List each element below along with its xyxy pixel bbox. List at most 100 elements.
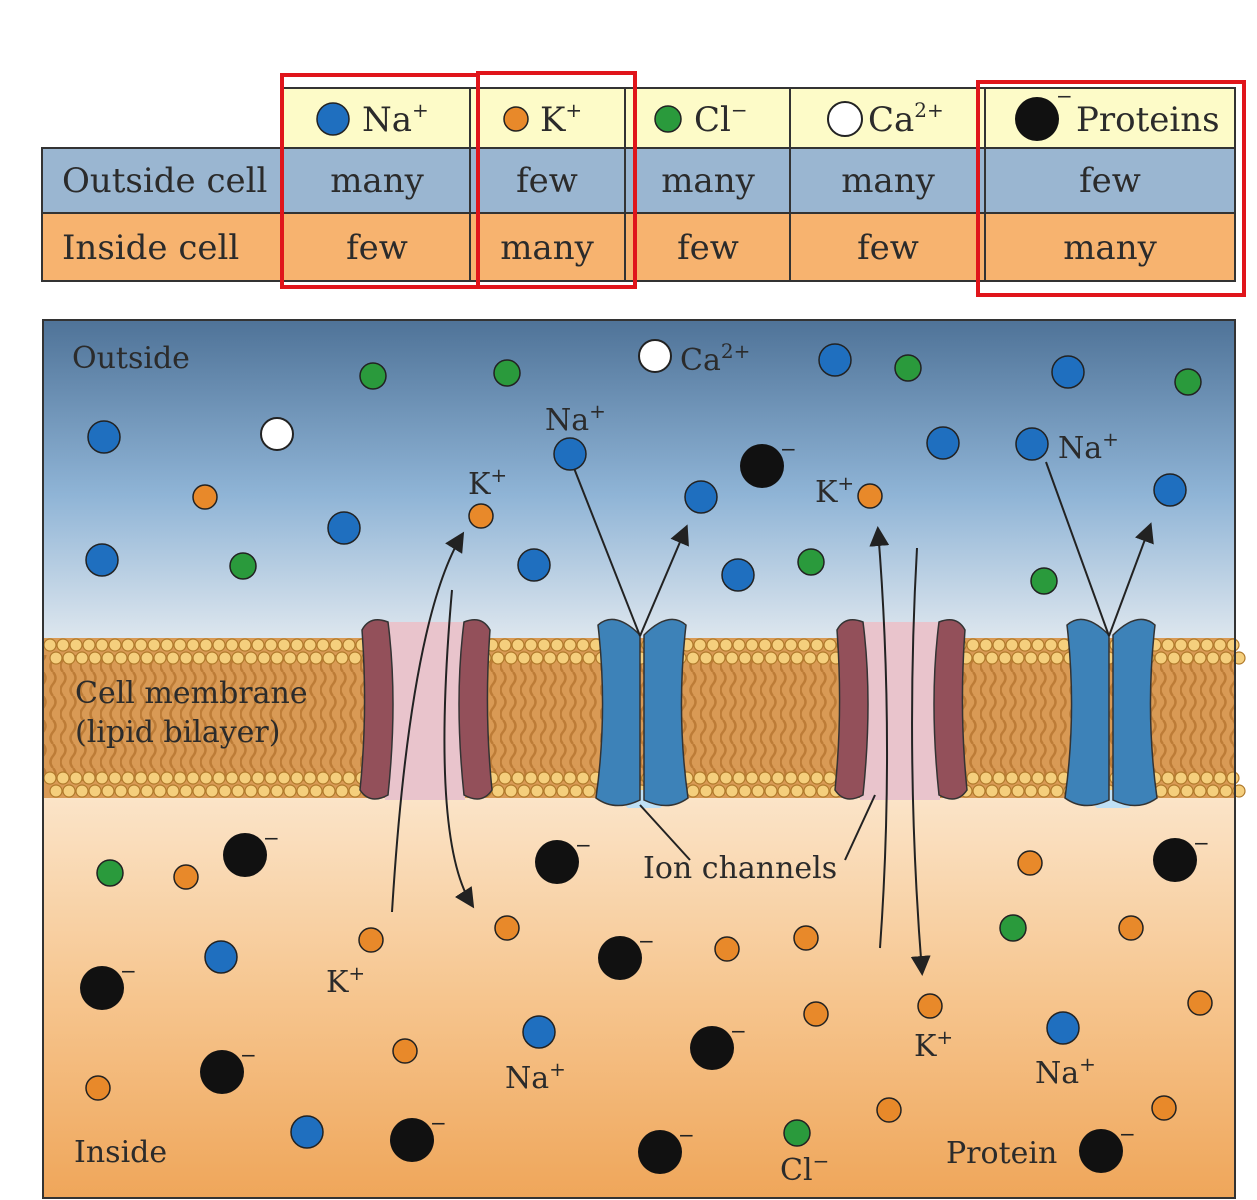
k-ion-icon [503, 106, 529, 132]
lipid-head [160, 638, 174, 652]
ion-table: Na+ K+ Cl− Ca2+ − Proteins Outside cell … [41, 71, 1246, 297]
ca-ion-icon [638, 339, 672, 373]
lipid-head [745, 638, 759, 652]
lipid-head [569, 651, 583, 665]
lipid-head [257, 651, 271, 665]
lipid-head [1193, 651, 1207, 665]
na-ion-icon [517, 548, 551, 582]
lipid-head [1154, 651, 1168, 665]
lipid-head [576, 638, 590, 652]
lipid-head [329, 638, 343, 652]
na-ion-icon [721, 558, 755, 592]
cl-ion-icon [493, 359, 521, 387]
row-label-inside: Inside cell [62, 228, 239, 268]
lipid-head [290, 638, 304, 652]
lipid-head [816, 784, 830, 798]
lipid-head [205, 651, 219, 665]
k-ion-icon [192, 484, 218, 510]
lipid-head [153, 784, 167, 798]
lipid-head [134, 771, 148, 785]
outside-label: Outside [72, 341, 190, 376]
lipid-head [1031, 638, 1045, 652]
k-ion-icon [1118, 915, 1144, 941]
cl-ion-icon [359, 362, 387, 390]
row-label-outside: Outside cell [62, 161, 267, 201]
lipid-head [1037, 651, 1051, 665]
lipid-head [1206, 784, 1220, 798]
lipid-head [121, 638, 135, 652]
lipid-head [699, 651, 713, 665]
lipid-head [537, 638, 551, 652]
lipid-head [706, 771, 720, 785]
protein-ion-icon [690, 1026, 734, 1070]
lipid-head [810, 638, 824, 652]
lipid-head [712, 651, 726, 665]
lipid-head [108, 771, 122, 785]
header-proteins: Proteins [1076, 100, 1220, 140]
lipid-head [771, 771, 785, 785]
lipid-head [1187, 638, 1201, 652]
na-ion-icon [1015, 427, 1049, 461]
k-ion-icon [358, 927, 384, 953]
lipid-head [1193, 784, 1207, 798]
lipid-head [1050, 784, 1064, 798]
lipid-head [43, 638, 57, 652]
lipid-head [732, 771, 746, 785]
lipid-head [212, 771, 226, 785]
cell-outside-ca: many [841, 161, 935, 201]
lipid-head [277, 638, 291, 652]
lipid-head [160, 771, 174, 785]
na-ion-icon [684, 480, 718, 514]
protein-ion-icon [638, 1130, 682, 1174]
lipid-head [582, 651, 596, 665]
label-na-bottom-right: Na+ [1035, 1052, 1096, 1091]
cl-ion-icon [229, 552, 257, 580]
protein-charge-sign: − [430, 1111, 447, 1135]
header-ca: Ca2+ [868, 98, 944, 140]
lipid-head [797, 638, 811, 652]
lipid-head [1226, 771, 1240, 785]
lipid-head [972, 784, 986, 798]
protein-charge-sign: − [240, 1043, 257, 1067]
table-header-row [282, 87, 1236, 149]
lipid-head [199, 638, 213, 652]
lipid-head [784, 638, 798, 652]
protein-ion-icon [1153, 838, 1197, 882]
lipid-head [719, 638, 733, 652]
lipid-head [1187, 771, 1201, 785]
cl-ion-icon [1030, 567, 1058, 595]
lipid-head [264, 771, 278, 785]
lipid-head [244, 651, 258, 665]
lipid-head [803, 784, 817, 798]
lipid-head [582, 784, 596, 798]
lipid-head [348, 784, 362, 798]
lipid-head [88, 784, 102, 798]
label-k-bottom-left: K+ [326, 961, 365, 1000]
lipid-head [101, 651, 115, 665]
lipid-head [1161, 771, 1175, 785]
lipid-head [49, 651, 63, 665]
lipid-head [218, 784, 232, 798]
lipid-head [264, 638, 278, 652]
lipid-head [82, 771, 96, 785]
lipid-head [257, 784, 271, 798]
lipid-head [199, 771, 213, 785]
lipid-head [992, 638, 1006, 652]
lipid-head [121, 771, 135, 785]
cell-outside-proteins: few [1079, 161, 1141, 201]
lipid-head [556, 784, 570, 798]
lipid-head [1226, 638, 1240, 652]
na-ion-icon [204, 940, 238, 974]
lipid-head [686, 651, 700, 665]
lipid-head [732, 638, 746, 652]
lipid-head [238, 638, 252, 652]
cell-inside-proteins: many [1063, 228, 1157, 268]
lipid-head [491, 784, 505, 798]
na-ion-icon [1046, 1011, 1080, 1045]
lipid-head [225, 638, 239, 652]
lipid-head [998, 651, 1012, 665]
protein-icon [1015, 97, 1059, 141]
lipid-head [979, 771, 993, 785]
k-ion-icon [1017, 850, 1043, 876]
lipid-head [550, 771, 564, 785]
